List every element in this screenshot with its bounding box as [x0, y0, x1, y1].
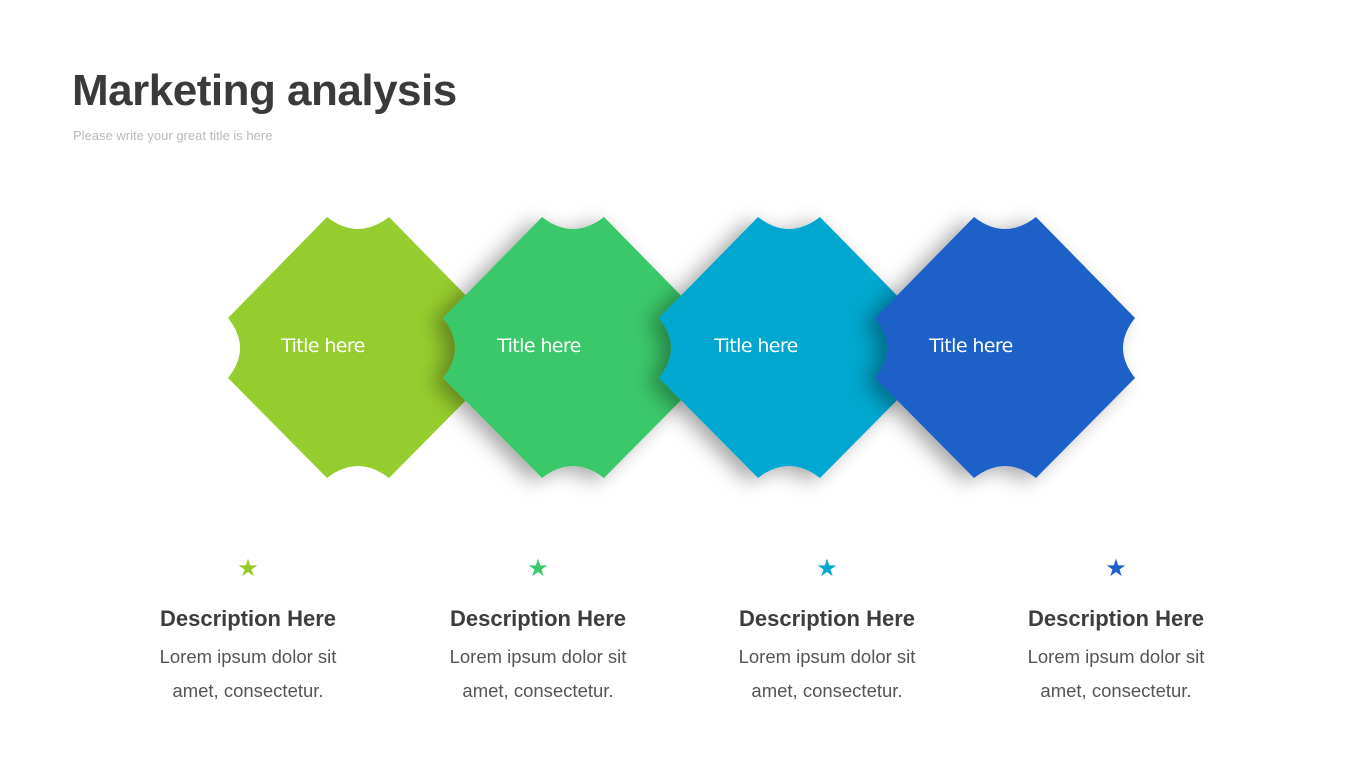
description-line-2: amet, consectetur. — [1040, 680, 1192, 701]
star-icon: ★ — [1105, 555, 1127, 582]
page-subtitle: Please write your great title is here — [73, 128, 273, 143]
page-title: Marketing analysis — [72, 66, 457, 115]
description-line-2: amet, consectetur. — [751, 680, 903, 701]
star-icon: ★ — [527, 555, 549, 582]
star-icon: ★ — [237, 555, 259, 582]
step-3-description: ★ Description Here Lorem ipsum dolor sit… — [707, 556, 947, 708]
description-line-1: Lorem ipsum dolor sit — [1027, 646, 1205, 667]
description-title: Description Here — [449, 606, 627, 631]
step-1-description: ★ Description Here Lorem ipsum dolor sit… — [128, 556, 368, 708]
step-2-shape — [443, 217, 703, 478]
star-icon: ★ — [816, 555, 838, 582]
step-1-title: Title here — [281, 335, 365, 357]
step-4-title: Title here — [929, 335, 1013, 357]
step-2-title: Title here — [497, 335, 581, 357]
description-line-2: amet, consectetur. — [172, 680, 324, 701]
description-line-1: Lorem ipsum dolor sit — [449, 646, 627, 667]
step-2-description: ★ Description Here Lorem ipsum dolor sit… — [418, 556, 658, 708]
description-line-2: amet, consectetur. — [462, 680, 614, 701]
description-title: Description Here — [1027, 606, 1205, 631]
step-3-title: Title here — [714, 335, 798, 357]
step-3-shape — [659, 217, 919, 478]
description-title: Description Here — [159, 606, 337, 631]
description-line-1: Lorem ipsum dolor sit — [159, 646, 337, 667]
step-4-shape — [875, 217, 1135, 478]
step-1-shape — [228, 217, 488, 478]
description-title: Description Here — [738, 606, 916, 631]
description-line-1: Lorem ipsum dolor sit — [738, 646, 916, 667]
step-4-description: ★ Description Here Lorem ipsum dolor sit… — [996, 556, 1236, 708]
